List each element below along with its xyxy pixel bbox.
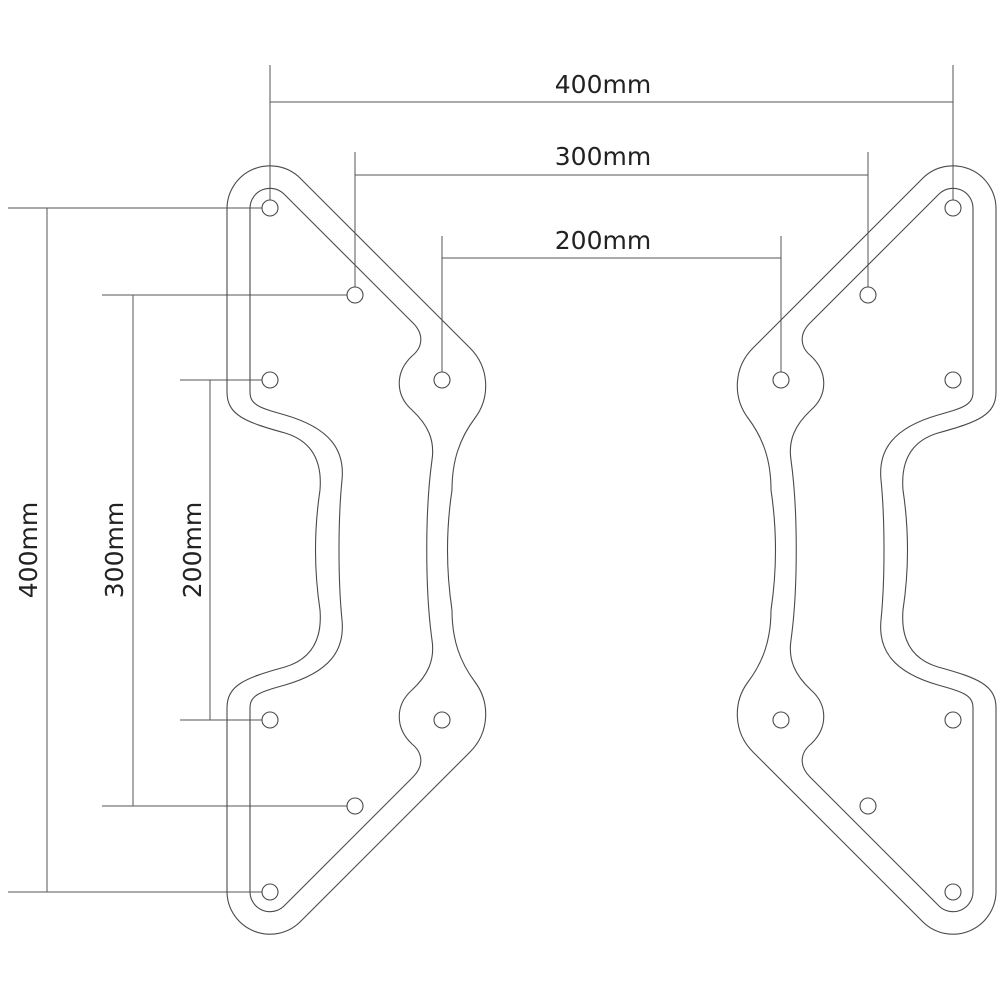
- horizontal-dimension-300: 300mm: [354, 142, 869, 287]
- dimension-label-300-horizontal: 300mm: [555, 142, 651, 171]
- horizontal-dimension-400: 400mm: [269, 65, 954, 200]
- dimension-label-400-horizontal: 400mm: [555, 70, 651, 99]
- dimension-label-300-vertical: 300mm: [100, 502, 129, 598]
- left-adapter-plate: [226, 165, 487, 935]
- vertical-dimension-200: 200mm: [178, 379, 262, 721]
- vertical-dimension-300: 300mm: [100, 294, 347, 807]
- dimension-label-200-horizontal: 200mm: [555, 226, 651, 255]
- dimension-label-400-vertical: 400mm: [14, 502, 43, 598]
- vertical-dimension-400: 400mm: [8, 207, 262, 893]
- horizontal-dimension-200: 200mm: [441, 226, 782, 372]
- right-adapter-plate: [736, 165, 997, 935]
- dimension-label-200-vertical: 200mm: [178, 502, 207, 598]
